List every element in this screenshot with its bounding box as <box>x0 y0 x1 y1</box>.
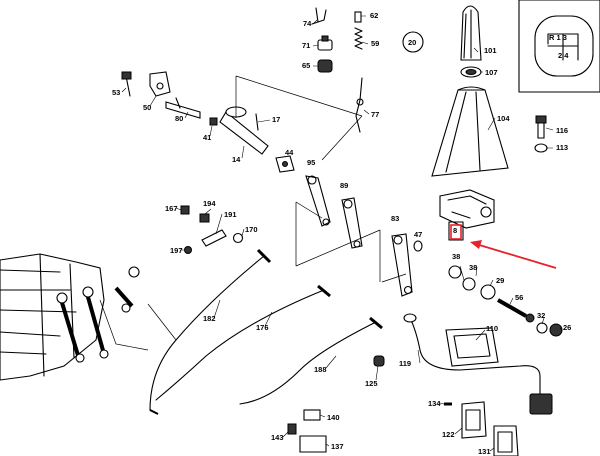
shift-pattern-inset: R 1 3 2 4 <box>518 0 600 93</box>
shift-boot <box>431 89 509 177</box>
callout-194: 194 <box>203 199 216 208</box>
callout-80: 80 <box>175 114 183 123</box>
callout-71: 71 <box>302 41 310 50</box>
callout-110: 110 <box>486 324 498 333</box>
callout-44: 44 <box>285 148 294 157</box>
callout-116: 116 <box>556 126 568 135</box>
callout-77: 77 <box>371 110 379 119</box>
callout-41: 41 <box>203 133 211 142</box>
callout-65: 65 <box>302 61 310 70</box>
callout-107: 107 <box>485 68 498 77</box>
callout-labels: 74 62 71 59 65 20 101 107 53 50 80 41 17… <box>112 11 571 456</box>
mid-levers <box>180 155 423 297</box>
callout-197: 197 <box>170 246 183 255</box>
inset-frame <box>518 0 600 93</box>
callout-95: 95 <box>307 158 315 167</box>
callout-38-upper: 38 <box>452 252 460 261</box>
upper-linkage-parts <box>121 7 424 161</box>
callout-56: 56 <box>515 293 523 302</box>
callout-134: 134 <box>428 399 441 408</box>
callout-29: 29 <box>496 276 504 285</box>
callout-188: 188 <box>314 365 327 374</box>
callout-32: 32 <box>537 311 545 320</box>
leader-lines <box>121 15 563 452</box>
callout-14: 14 <box>232 155 241 164</box>
callout-38-lower: 38 <box>469 263 477 272</box>
callout-8: 8 <box>453 226 457 235</box>
highlight-arrow <box>470 240 557 269</box>
callout-131: 131 <box>478 447 491 456</box>
callout-119: 119 <box>399 359 411 368</box>
callout-50: 50 <box>143 103 151 112</box>
callout-89: 89 <box>340 181 348 190</box>
callout-47: 47 <box>414 230 422 239</box>
callout-182: 182 <box>203 314 216 323</box>
shift-pattern-top: R 1 3 <box>549 33 567 42</box>
callout-53: 53 <box>112 88 120 97</box>
callout-176: 176 <box>256 323 269 332</box>
callout-17: 17 <box>272 115 280 124</box>
callout-122: 122 <box>442 430 455 439</box>
callout-74: 74 <box>303 19 312 28</box>
shift-cables <box>99 248 383 415</box>
transmission-housing <box>0 253 140 381</box>
callout-191: 191 <box>224 210 237 219</box>
shift-pattern-bottom: 2 4 <box>558 51 569 60</box>
callout-circle-20 <box>402 31 424 53</box>
callout-62: 62 <box>370 11 378 20</box>
callout-143: 143 <box>271 433 284 442</box>
shifter-mechanism <box>439 189 495 241</box>
callout-137: 137 <box>331 442 344 451</box>
callout-113: 113 <box>556 143 568 152</box>
shift-gate-outline <box>534 15 594 77</box>
callout-59: 59 <box>371 39 379 48</box>
callout-104: 104 <box>497 114 510 123</box>
shift-knob-assembly <box>431 5 509 177</box>
highlight-box <box>450 224 462 240</box>
callout-101: 101 <box>484 46 497 55</box>
callout-170: 170 <box>245 225 258 234</box>
callout-125: 125 <box>365 379 378 388</box>
callout-26: 26 <box>563 323 571 332</box>
lower-parts <box>287 313 553 456</box>
callout-167: 167 <box>165 204 178 213</box>
callout-140: 140 <box>327 413 340 422</box>
callout-83: 83 <box>391 214 399 223</box>
callout-20: 20 <box>408 38 416 47</box>
